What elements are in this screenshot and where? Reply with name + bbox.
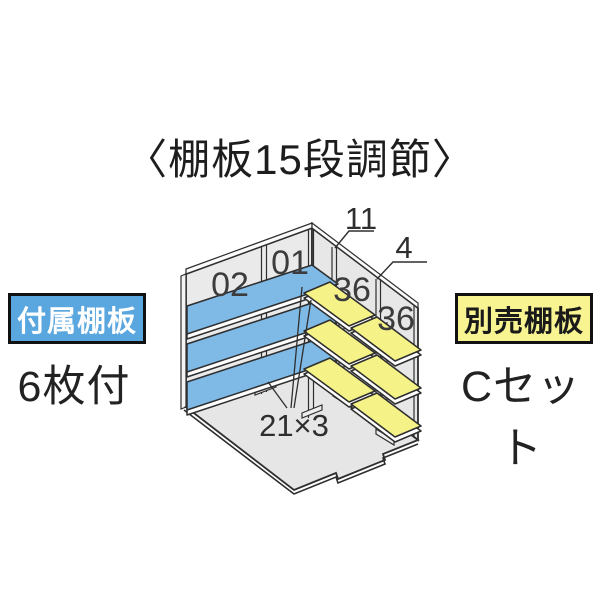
optional-shelf-b1 [350,316,422,362]
panel-label-36b: 36 [377,300,415,338]
optional-shelves [303,281,422,443]
included-shelf-1 [186,264,339,335]
panel-label-02: 02 [211,266,249,304]
left-wall-cut-edge [180,273,187,410]
included-shelf-caption: 6枚付 [17,363,131,411]
leader-line-21x3 [290,286,303,409]
callout-21x3: 21×3 [259,408,329,443]
optional-shelf-a1 [303,281,376,327]
leader-line-21x3 [293,299,312,409]
included-shelf-badge: 付属棚板 [8,293,146,344]
included-shelves [186,264,339,416]
panel-label-36a: 36 [333,271,371,309]
optional-shelf-caption: Cセット [460,363,582,473]
leader-line-21x3 [267,381,288,409]
post-foot [301,404,323,419]
wall-panel-labels: 02 01 36 36 [211,244,415,338]
panel-label-01: 01 [271,244,309,282]
callout-labels: 11 4 21×3 [259,201,413,443]
optional-shelf-b3 [350,392,422,438]
callout-11: 11 [345,201,377,236]
leader-line-4 [376,261,427,280]
callout-4: 4 [395,230,412,265]
optional-shelf-a3 [303,357,376,403]
optional-shelf-a2 [303,319,376,365]
callout-leaders [267,230,427,409]
optional-shelf-badge: 別売棚板 [455,293,593,344]
page-title: 〈棚板15段調節〉 [125,136,475,183]
floor-outer-edge [183,409,419,495]
optional-shelf-b2 [350,354,422,400]
leader-line-11 [334,230,374,249]
